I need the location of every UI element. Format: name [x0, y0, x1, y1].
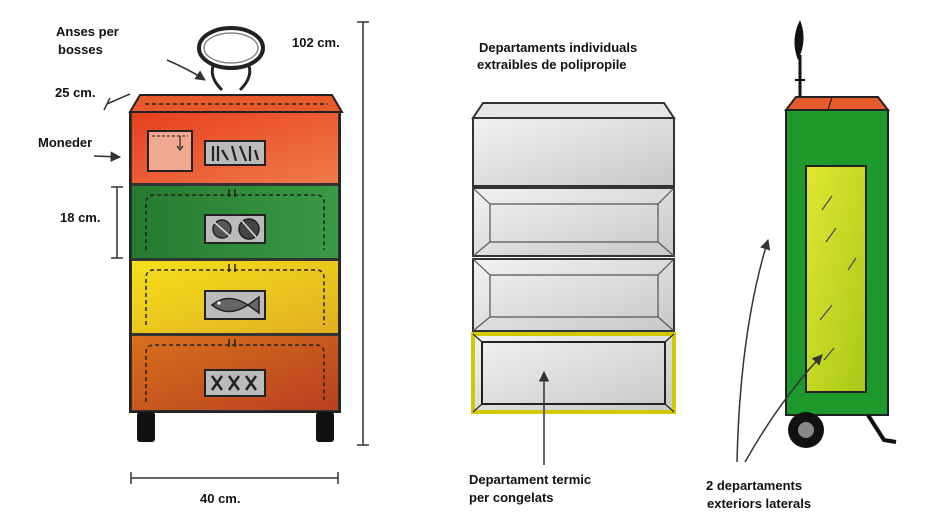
- handle-icon: [197, 26, 265, 92]
- individual-compartments: [471, 102, 676, 465]
- side-view-trolley: [736, 20, 897, 463]
- height-label: 102 cm.: [292, 35, 340, 50]
- drawer-yellow: [132, 261, 338, 333]
- wheel-left: [137, 412, 155, 442]
- wheel-right: [316, 412, 334, 442]
- drawer-green: [132, 186, 338, 258]
- handles-label-line1: Anses per: [56, 24, 119, 39]
- lateral-label-line2: exteriors laterals: [707, 496, 812, 511]
- individual-label-line1: Departaments individuals: [479, 40, 638, 55]
- side-stand: [866, 413, 897, 444]
- handle-side-icon: [794, 20, 805, 100]
- individual-label-line2: extraibles de polipropile: [477, 57, 627, 72]
- drawer-red: [132, 113, 338, 183]
- coin-purse-label: Moneder: [38, 135, 93, 150]
- depth-label: 25 cm.: [55, 85, 96, 100]
- coin-purse: [147, 130, 193, 172]
- handles-label-line2: bosses: [58, 42, 103, 57]
- drawer-height-label: 18 cm.: [60, 210, 101, 225]
- dimension-lines: [93, 21, 369, 484]
- thermal-label-line2: per congelats: [469, 490, 554, 505]
- side-panel: [805, 165, 867, 393]
- drawer-orange: [132, 336, 338, 410]
- lateral-label-line1: 2 departaments: [706, 478, 803, 493]
- thermal-label-line1: Departament termic: [469, 472, 592, 487]
- width-label: 40 cm.: [200, 491, 241, 506]
- thermal-compartment: [471, 332, 676, 414]
- main-trolley: [128, 26, 344, 442]
